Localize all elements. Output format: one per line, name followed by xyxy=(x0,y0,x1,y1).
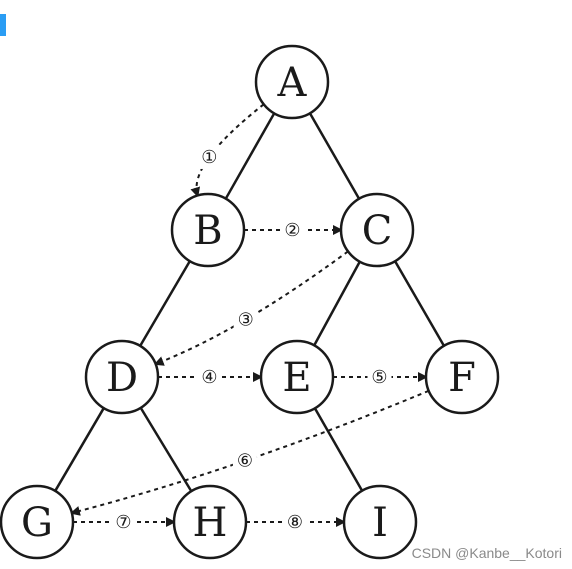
traversal-arrow-6 xyxy=(69,389,430,516)
node-label-i: I xyxy=(372,500,388,546)
tree-nodes: A B C D E F G H I xyxy=(0,44,500,560)
node-circle-h xyxy=(172,484,248,560)
step-label-backdrop-2 xyxy=(280,218,305,242)
step-label-5: ⑤ xyxy=(371,367,387,388)
step-label-backdrop-3 xyxy=(233,307,258,332)
step-label-backdrop-4 xyxy=(197,365,222,389)
node-circle-e xyxy=(259,339,335,415)
node-label-c: C xyxy=(362,208,393,254)
step-label-7: ⑦ xyxy=(115,512,131,533)
node-label-e: E xyxy=(282,355,311,401)
edge-b-d xyxy=(139,260,191,347)
node-circle-f xyxy=(424,339,500,415)
edge-e-i xyxy=(313,407,364,492)
node-circle-g xyxy=(0,484,75,560)
node-label-f: F xyxy=(448,355,476,401)
step-label-backdrop-8 xyxy=(283,510,307,534)
watermark-text: CSDN @Kanbe__Kotori xyxy=(411,545,562,561)
node-circle-i xyxy=(342,484,418,560)
node-a: A xyxy=(254,44,330,120)
node-c: C xyxy=(339,192,415,268)
step-label-backdrop-6 xyxy=(232,448,257,473)
edge-a-c xyxy=(308,112,361,200)
node-circle-a xyxy=(254,44,330,120)
step-label-6: ⑥ xyxy=(237,451,253,472)
node-b: B xyxy=(170,192,246,268)
node-circle-c xyxy=(339,192,415,268)
traversal-arrows: ① ② ③ ④ ⑤ ⑥ ⑦ ⑧ xyxy=(69,103,430,534)
node-g: G xyxy=(0,484,75,560)
edge-c-f xyxy=(393,260,446,347)
corner-accent-mark xyxy=(0,14,6,36)
node-h: H xyxy=(172,484,248,560)
step-label-3: ③ xyxy=(238,310,254,331)
step-label-backdrop-1 xyxy=(197,144,222,169)
node-circle-d xyxy=(84,339,160,415)
edge-a-b xyxy=(224,112,276,200)
step-label-backdrop-7 xyxy=(111,510,136,534)
edge-c-e xyxy=(313,261,361,346)
node-e: E xyxy=(259,339,335,415)
step-label-8: ⑧ xyxy=(287,512,303,533)
edge-d-g xyxy=(54,407,105,492)
node-i: I xyxy=(342,484,418,560)
node-label-b: B xyxy=(193,208,222,254)
step-label-backdrop-5 xyxy=(367,365,392,389)
node-label-a: A xyxy=(277,60,308,106)
node-label-d: D xyxy=(106,355,138,401)
node-label-g: G xyxy=(21,500,53,546)
node-d: D xyxy=(84,339,160,415)
node-label-h: H xyxy=(193,500,228,546)
step-label-2: ② xyxy=(284,220,300,241)
step-label-4: ④ xyxy=(201,367,217,388)
node-circle-b xyxy=(170,192,246,268)
tree-edges xyxy=(54,112,446,492)
node-f: F xyxy=(424,339,500,415)
edge-d-h xyxy=(139,407,193,492)
step-label-1: ① xyxy=(201,147,217,168)
